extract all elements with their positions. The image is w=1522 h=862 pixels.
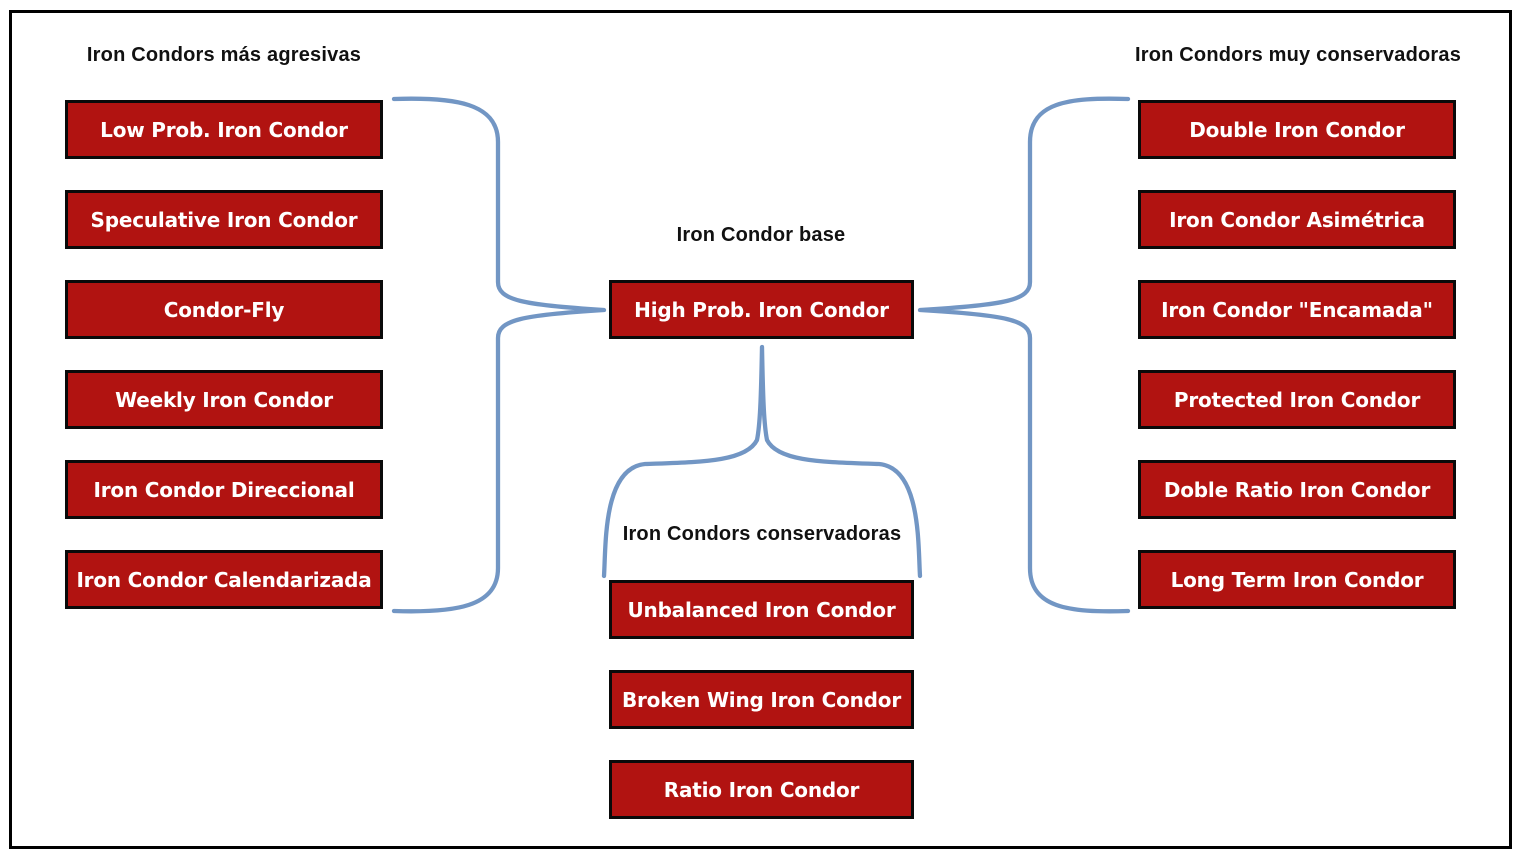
strategy-box: Iron Condor Calendarizada (65, 550, 383, 609)
strategy-box: Broken Wing Iron Condor (609, 670, 914, 729)
strategy-box: Weekly Iron Condor (65, 370, 383, 429)
strategy-box: Iron Condor Direccional (65, 460, 383, 519)
group-title-very-conservative: Iron Condors muy conservadoras (1134, 44, 1462, 66)
strategy-box: Low Prob. Iron Condor (65, 100, 383, 159)
group-title-base: Iron Condor base (676, 224, 846, 246)
strategy-box: Iron Condor "Encamada" (1138, 280, 1456, 339)
strategy-box: Speculative Iron Condor (65, 190, 383, 249)
group-title-conservative: Iron Condors conservadoras (622, 523, 902, 545)
strategy-box: Long Term Iron Condor (1138, 550, 1456, 609)
strategy-box: Condor-Fly (65, 280, 383, 339)
strategy-box: Iron Condor Asimétrica (1138, 190, 1456, 249)
strategy-box: Doble Ratio Iron Condor (1138, 460, 1456, 519)
group-title-aggressive: Iron Condors más agresivas (86, 44, 362, 66)
strategy-box: Unbalanced Iron Condor (609, 580, 914, 639)
strategy-box: Protected Iron Condor (1138, 370, 1456, 429)
strategy-box: Ratio Iron Condor (609, 760, 914, 819)
strategy-box: High Prob. Iron Condor (609, 280, 914, 339)
group-base-boxes: High Prob. Iron Condor (609, 280, 914, 339)
strategy-box: Double Iron Condor (1138, 100, 1456, 159)
